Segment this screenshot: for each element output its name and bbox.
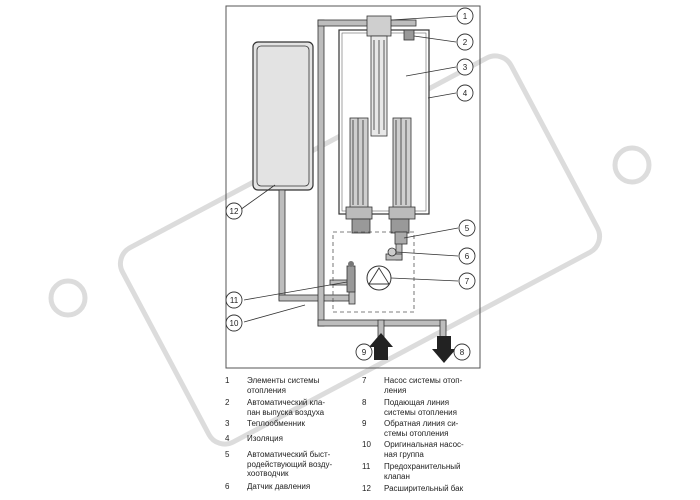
callout-6-circle xyxy=(458,247,476,265)
return-line-arrow xyxy=(369,333,393,360)
callout-8-circle xyxy=(453,343,471,361)
callout-11-circle xyxy=(225,291,243,309)
callout-6: 6 xyxy=(465,252,470,261)
expansion-tank xyxy=(252,41,314,191)
callout-4-circle xyxy=(456,84,474,102)
legend-text: Автоматический быст- родействующий возду… xyxy=(247,450,333,478)
legend-item-6: 6 Датчик давления xyxy=(225,482,310,492)
legend-item-3: 3 Теплообменник xyxy=(225,419,305,429)
legend-number: 10 xyxy=(362,440,371,449)
legend-number: 7 xyxy=(362,376,367,385)
legend-item-5: 5 Автоматический быст- родействующий возд… xyxy=(225,450,332,479)
legend-item-4: 4 Изоляция xyxy=(225,434,283,444)
callout-7: 7 xyxy=(465,277,470,286)
callout-circles xyxy=(225,7,476,361)
legend-item-1: 1 Элементы системы отопления xyxy=(225,376,319,395)
legend-text: Датчик давления xyxy=(247,482,311,491)
callout-3: 3 xyxy=(463,63,468,72)
callout-2-circle xyxy=(456,33,474,51)
legend-number: 3 xyxy=(225,419,230,428)
callout-11: 11 xyxy=(230,296,239,305)
legend-text: Изоляция xyxy=(247,434,283,443)
callout-4: 4 xyxy=(463,89,468,98)
legend-number: 9 xyxy=(362,419,367,428)
callout-labels: 1 2 3 4 5 6 7 8 9 10 11 12 xyxy=(230,12,470,357)
callout-1-circle xyxy=(456,7,474,25)
callout-2: 2 xyxy=(463,38,468,47)
outer-frame xyxy=(225,5,481,369)
legend-item-2: 2 Автоматический кла- пан выпуска воздуха xyxy=(225,398,325,417)
callout-3-circle xyxy=(456,58,474,76)
quick-air-vent xyxy=(394,231,408,245)
legend-text: Автоматический кла- пан выпуска воздуха xyxy=(247,398,325,417)
legend-number: 4 xyxy=(225,434,230,443)
callout-9: 9 xyxy=(362,348,367,357)
callout-10: 10 xyxy=(230,319,239,328)
legend-number: 11 xyxy=(362,462,371,471)
legend-right: 7 Насос системы отоп- ления 8 Подающая лин… xyxy=(362,376,492,500)
legend-text: Оригинальная насос- ная группа xyxy=(384,440,464,459)
supply-line-arrow xyxy=(432,336,456,363)
pressure-sensor xyxy=(387,247,397,257)
legend-item-9: 9 Обратная линия си- стемы отопления xyxy=(362,419,458,438)
legend-number: 1 xyxy=(225,376,230,385)
callout-8: 8 xyxy=(460,348,465,357)
legend-text: Предохранительный клапан xyxy=(384,462,461,481)
legend-number: 8 xyxy=(362,398,367,407)
legend-text: Подающая линия системы отопления xyxy=(384,398,457,417)
legend-text: Обратная линия си- стемы отопления xyxy=(384,419,459,438)
legend-item-10: 10 Оригинальная насос- ная группа xyxy=(362,440,464,459)
legend-number: 5 xyxy=(225,450,230,459)
legend-number: 2 xyxy=(225,398,230,407)
callout-10-circle xyxy=(225,314,243,332)
legend-item-12: 12 Расширительный бак xyxy=(362,484,463,494)
legend-text: Теплообменник xyxy=(247,419,306,428)
callout-9-circle xyxy=(355,343,373,361)
legend-number: 12 xyxy=(362,484,371,493)
pump xyxy=(366,265,392,291)
legend-number: 6 xyxy=(225,482,230,491)
callout-5-circle xyxy=(458,219,476,237)
callout-5: 5 xyxy=(465,224,470,233)
pump-group-outline xyxy=(332,231,415,313)
legend-text: Элементы системы отопления xyxy=(247,376,320,395)
air-vent-valve xyxy=(403,29,415,41)
safety-valve xyxy=(346,261,356,293)
legend-text: Насос системы отоп- ления xyxy=(384,376,463,395)
legend-item-11: 11 Предохранительный клапан xyxy=(362,462,461,481)
leader-lines xyxy=(239,15,459,323)
callout-12: 12 xyxy=(230,207,239,216)
heating-elements xyxy=(345,15,416,234)
callout-7-circle xyxy=(458,272,476,290)
callout-1: 1 xyxy=(463,12,468,21)
legend-item-7: 7 Насос системы отоп- ления xyxy=(362,376,462,395)
callout-12-circle xyxy=(225,202,243,220)
legend-item-8: 8 Подающая линия системы отопления xyxy=(362,398,457,417)
legend-text: Расширительный бак xyxy=(384,484,464,493)
